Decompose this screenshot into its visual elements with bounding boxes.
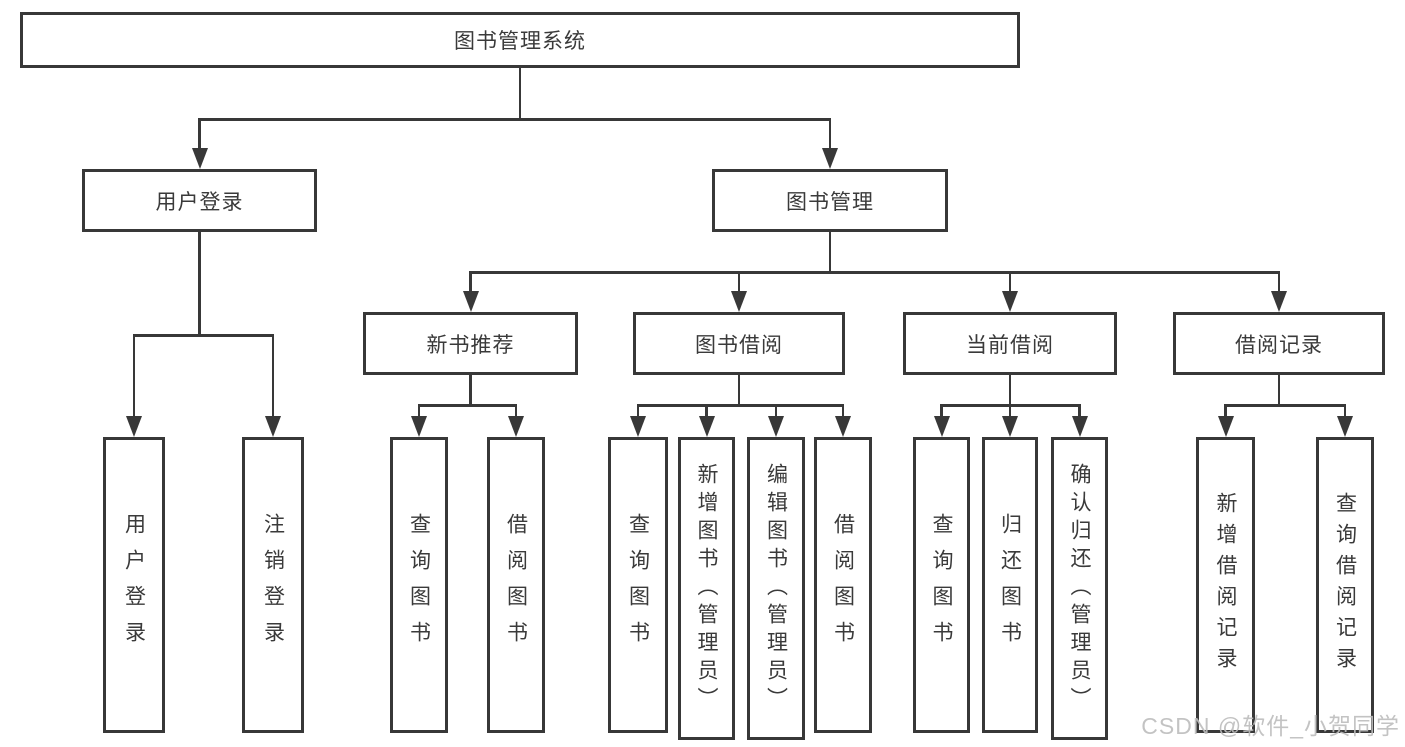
leaf-add-borrow-record: 新增借阅记录 [1196, 437, 1255, 733]
leaf-user-login: 用户登录 [103, 437, 165, 733]
arrowhead-down-icon [462, 291, 479, 312]
arrowhead-down-icon [698, 416, 715, 437]
connector-line [132, 334, 275, 337]
csdn-watermark: CSDN @软件_小贺同学 [1141, 713, 1400, 739]
arrowhead-down-icon [1071, 416, 1088, 437]
connector-line [940, 404, 943, 420]
connector-line [1008, 375, 1012, 406]
node-borrowing-records: 借阅记录 [1173, 312, 1385, 375]
connector-line [1078, 404, 1081, 420]
arrowhead-down-icon [265, 416, 281, 437]
connector-line [1008, 271, 1012, 294]
leaf-query-books-borrow: 查询图书 [608, 437, 668, 733]
connector-line [737, 375, 741, 406]
leaf-confirm-return-admin: 确认归还（管理员） [1051, 437, 1108, 740]
arrowhead-down-icon [1271, 291, 1287, 312]
arrowhead-down-icon [126, 416, 142, 437]
arrowhead-down-icon [1002, 291, 1018, 312]
connector-line [828, 118, 832, 151]
connector-line [514, 404, 518, 420]
arrowhead-down-icon [835, 416, 851, 437]
arrowhead-down-icon [822, 148, 838, 169]
connector-line [198, 232, 201, 336]
node-user-login: 用户登录 [82, 169, 317, 232]
connector-line [1224, 404, 1347, 407]
connector-line [774, 404, 778, 420]
leaf-edit-books-admin: 编辑图书（管理员） [747, 437, 805, 740]
connector-line [1343, 404, 1347, 420]
node-book-management: 图书管理 [712, 169, 948, 232]
leaf-return-books: 归还图书 [982, 437, 1038, 733]
arrowhead-down-icon [1217, 416, 1234, 437]
connector-line [271, 334, 275, 419]
connector-line [636, 404, 845, 407]
arrowhead-down-icon [630, 416, 646, 437]
connector-line [705, 404, 708, 420]
node-book-borrowing: 图书借阅 [633, 312, 845, 375]
leaf-query-books-current: 查询图书 [913, 437, 970, 733]
connector-line [1277, 271, 1281, 294]
arrowhead-down-icon [933, 416, 950, 437]
connector-line [198, 118, 201, 151]
connector-line [1277, 375, 1281, 406]
connector-line [518, 68, 522, 118]
arrowhead-down-icon [1002, 416, 1018, 437]
arrowhead-down-icon [191, 148, 208, 169]
connector-line [841, 404, 845, 420]
connector-line [469, 271, 472, 294]
connector-line [132, 334, 136, 419]
connector-line [417, 404, 518, 407]
connector-line [737, 271, 741, 294]
leaf-borrow-books-borrow: 借阅图书 [814, 437, 872, 733]
leaf-logout: 注销登录 [242, 437, 304, 733]
arrowhead-down-icon [731, 291, 747, 312]
arrowhead-down-icon [508, 416, 524, 437]
connector-line [198, 118, 832, 121]
connector-line [469, 375, 472, 406]
connector-line [828, 232, 832, 273]
connector-line [1224, 404, 1227, 420]
connector-line [469, 271, 1281, 274]
connector-line [636, 404, 640, 420]
leaf-borrow-books-recommend: 借阅图书 [487, 437, 545, 733]
arrowhead-down-icon [411, 416, 427, 437]
node-current-borrowing: 当前借阅 [903, 312, 1117, 375]
leaf-add-books-admin: 新增图书（管理员） [678, 437, 735, 740]
node-library-management-system: 图书管理系统 [20, 12, 1020, 68]
connector-line [1008, 404, 1012, 420]
node-new-book-recommendation: 新书推荐 [363, 312, 578, 375]
leaf-query-books-recommend: 查询图书 [390, 437, 448, 733]
arrowhead-down-icon [768, 416, 784, 437]
connector-line [417, 404, 421, 420]
leaf-query-borrow-record: 查询借阅记录 [1316, 437, 1374, 733]
arrowhead-down-icon [1337, 416, 1353, 437]
